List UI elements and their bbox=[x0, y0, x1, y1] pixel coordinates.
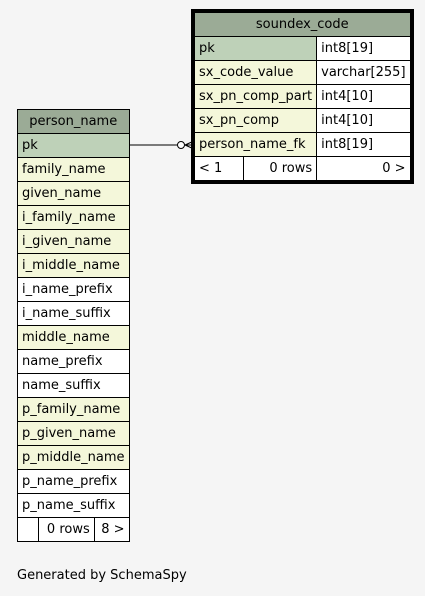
table-footer: < 1 0 rows 0 > bbox=[194, 156, 411, 181]
table-person-name[interactable]: person_name pk family_name given_name i_… bbox=[17, 109, 130, 542]
column-name: i_family_name bbox=[17, 205, 130, 230]
table-row[interactable]: i_family_name bbox=[17, 205, 130, 230]
table-row[interactable]: sx_pn_comp int4[10] bbox=[193, 108, 411, 133]
table-row[interactable]: family_name bbox=[17, 157, 130, 182]
table-row[interactable]: name_prefix bbox=[17, 349, 130, 374]
table-row[interactable]: pk bbox=[17, 133, 130, 158]
row-count: 0 rows bbox=[242, 156, 318, 181]
table-row[interactable]: sx_code_value varchar[255] bbox=[193, 60, 411, 85]
column-name: p_name_suffix bbox=[17, 493, 130, 518]
column-name: p_given_name bbox=[17, 421, 130, 446]
column-name: p_family_name bbox=[17, 397, 130, 422]
table-row[interactable]: p_middle_name bbox=[17, 445, 130, 470]
column-name: i_middle_name bbox=[17, 253, 130, 278]
column-name: name_suffix bbox=[17, 373, 130, 398]
table-row[interactable]: p_name_prefix bbox=[17, 469, 130, 494]
column-name: sx_pn_comp bbox=[193, 108, 318, 133]
column-type: int4[10] bbox=[316, 108, 411, 133]
column-name: i_name_suffix bbox=[17, 301, 130, 326]
children-count: 0 > bbox=[316, 156, 411, 181]
table-row[interactable]: i_given_name bbox=[17, 229, 130, 254]
table-row[interactable]: pk int8[19] bbox=[193, 36, 411, 61]
column-name: i_name_prefix bbox=[17, 277, 130, 302]
table-row[interactable]: i_name_prefix bbox=[17, 277, 130, 302]
column-name: p_name_prefix bbox=[17, 469, 130, 494]
column-name: family_name bbox=[17, 157, 130, 182]
column-name: pk bbox=[17, 133, 130, 158]
column-type: int8[19] bbox=[316, 36, 411, 61]
table-row[interactable]: i_middle_name bbox=[17, 253, 130, 278]
column-name: middle_name bbox=[17, 325, 130, 350]
parents-count bbox=[17, 517, 39, 542]
table-header[interactable]: soundex_code bbox=[194, 12, 411, 37]
column-name: given_name bbox=[17, 181, 130, 206]
zero-many-circle-icon bbox=[177, 141, 185, 149]
crowfoot-bottom-icon bbox=[184, 144, 195, 150]
children-count: 8 > bbox=[93, 517, 130, 542]
table-soundex-code[interactable]: soundex_code pk int8[19] sx_code_value v… bbox=[191, 9, 414, 184]
table-row[interactable]: p_name_suffix bbox=[17, 493, 130, 518]
table-title[interactable]: person_name bbox=[17, 109, 130, 134]
column-name: person_name_fk bbox=[193, 132, 318, 157]
table-row[interactable]: p_given_name bbox=[17, 421, 130, 446]
table-row[interactable]: i_name_suffix bbox=[17, 301, 130, 326]
column-name: sx_code_value bbox=[193, 60, 318, 85]
column-name: name_prefix bbox=[17, 349, 130, 374]
table-row[interactable]: middle_name bbox=[17, 325, 130, 350]
parents-count: < 1 bbox=[194, 156, 244, 181]
column-type: int4[10] bbox=[316, 84, 411, 109]
table-row[interactable]: p_family_name bbox=[17, 397, 130, 422]
column-name: sx_pn_comp_part bbox=[193, 84, 318, 109]
table-header[interactable]: person_name bbox=[17, 109, 130, 134]
table-title[interactable]: soundex_code bbox=[194, 12, 411, 37]
generated-by-label: Generated by SchemaSpy bbox=[17, 568, 187, 583]
table-row[interactable]: person_name_fk int8[19] bbox=[193, 132, 411, 157]
column-name: p_middle_name bbox=[17, 445, 130, 470]
table-row[interactable]: given_name bbox=[17, 181, 130, 206]
table-row[interactable]: name_suffix bbox=[17, 373, 130, 398]
row-count: 0 rows bbox=[38, 517, 95, 542]
table-footer: 0 rows 8 > bbox=[17, 517, 130, 542]
crowfoot-top-icon bbox=[184, 140, 195, 146]
column-name: pk bbox=[193, 36, 318, 61]
column-type: int8[19] bbox=[316, 132, 411, 157]
column-type: varchar[255] bbox=[316, 60, 411, 85]
column-name: i_given_name bbox=[17, 229, 130, 254]
table-row[interactable]: sx_pn_comp_part int4[10] bbox=[193, 84, 411, 109]
